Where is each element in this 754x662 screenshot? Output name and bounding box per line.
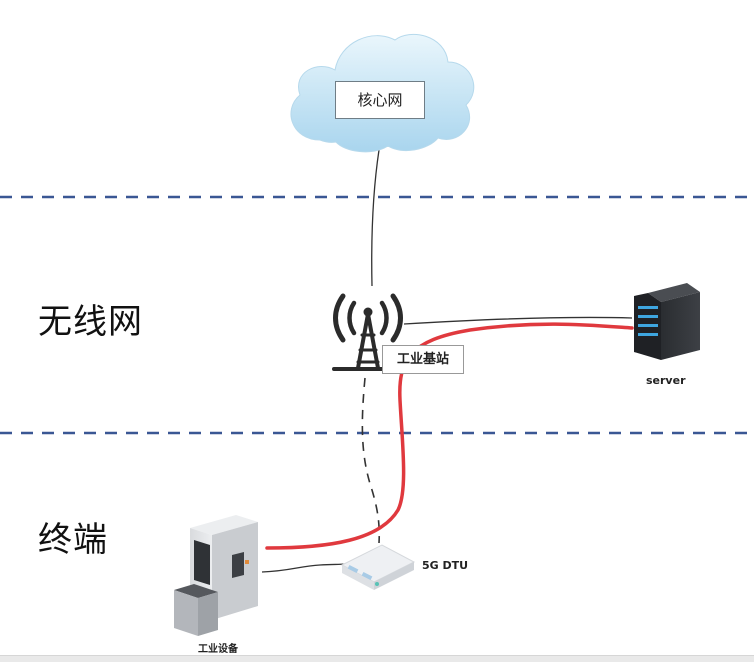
- link-base-station-to-dtu-dashed: [361, 377, 381, 544]
- base-station-label: 工业基站: [382, 345, 464, 374]
- zone-label-terminal: 终端: [38, 520, 108, 560]
- server-label: server: [646, 374, 686, 387]
- core-network-label: 核心网: [335, 81, 425, 119]
- link-device-to-dtu: [261, 562, 353, 573]
- zone-label-wireless: 无线网: [38, 302, 143, 342]
- server-rack-icon: [634, 283, 700, 360]
- industrial-machine-icon: [174, 515, 258, 636]
- router-box-icon: [340, 544, 416, 590]
- link-core-to-base-station: [371, 149, 380, 287]
- link-device-to-server-highlight: [265, 322, 634, 550]
- bottom-scroll-bar: [0, 655, 754, 662]
- industrial-device-label: 工业设备: [198, 644, 238, 655]
- dtu-label: 5G DTU: [422, 559, 469, 572]
- cell-tower-icon: [332, 293, 404, 371]
- link-base-station-to-server: [403, 316, 633, 325]
